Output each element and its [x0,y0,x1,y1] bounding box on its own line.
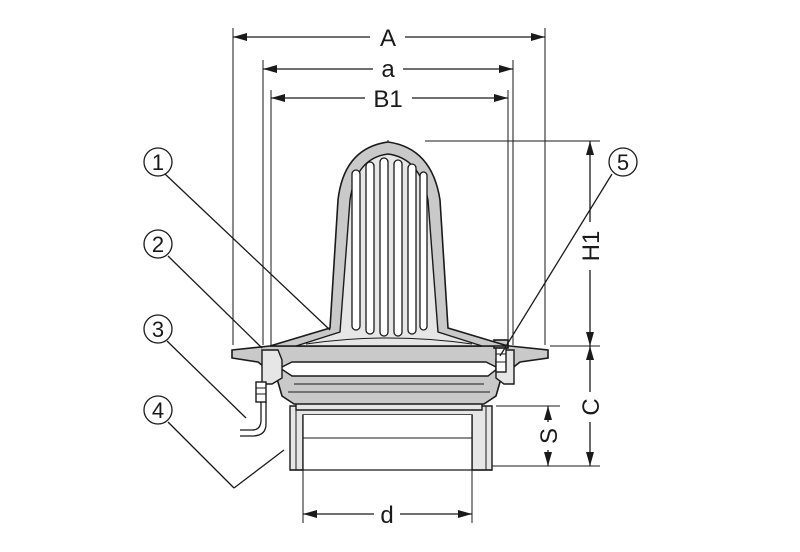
callout-5: 5 [608,147,638,177]
dome-slot [419,171,428,331]
callout-number: 4 [152,398,164,423]
dimension-A: A [233,25,545,52]
dome-slot [365,161,375,335]
dimension-S: S [536,406,563,466]
callout-4: 4 [143,395,173,425]
flange-inner [278,361,500,377]
dimension-a: a [263,56,513,83]
callout-number: 3 [152,317,164,342]
dome-slot [393,159,403,337]
drain-body [231,141,549,471]
dim-label-C: C [578,398,605,415]
dim-label-d: d [380,502,393,529]
callout-number: 2 [152,232,164,257]
dim-label-a: a [381,56,395,83]
dim-label-S: S [536,428,563,444]
callout-2: 2 [143,229,173,259]
dimension-d: d [303,502,472,529]
dome-inner [295,153,483,347]
dome-slot [407,163,417,335]
dim-label-B1: B1 [373,86,402,113]
callout-number: 5 [617,150,629,175]
bolt-left [255,381,267,403]
dome-slot [351,169,361,331]
dome-slot [379,157,389,337]
callout-1: 1 [143,147,173,177]
clamp-ring-left [261,349,283,385]
dimension-B1: B1 [271,86,508,113]
dimension-C: C [578,346,605,466]
callout-3: 3 [143,314,173,344]
outlet-bore [303,415,472,470]
dimension-H1: H1 [578,141,605,346]
dim-label-A: A [380,25,396,52]
callout-number: 1 [152,150,164,175]
leader-lines [164,173,613,489]
dim-label-H1: H1 [578,231,605,262]
